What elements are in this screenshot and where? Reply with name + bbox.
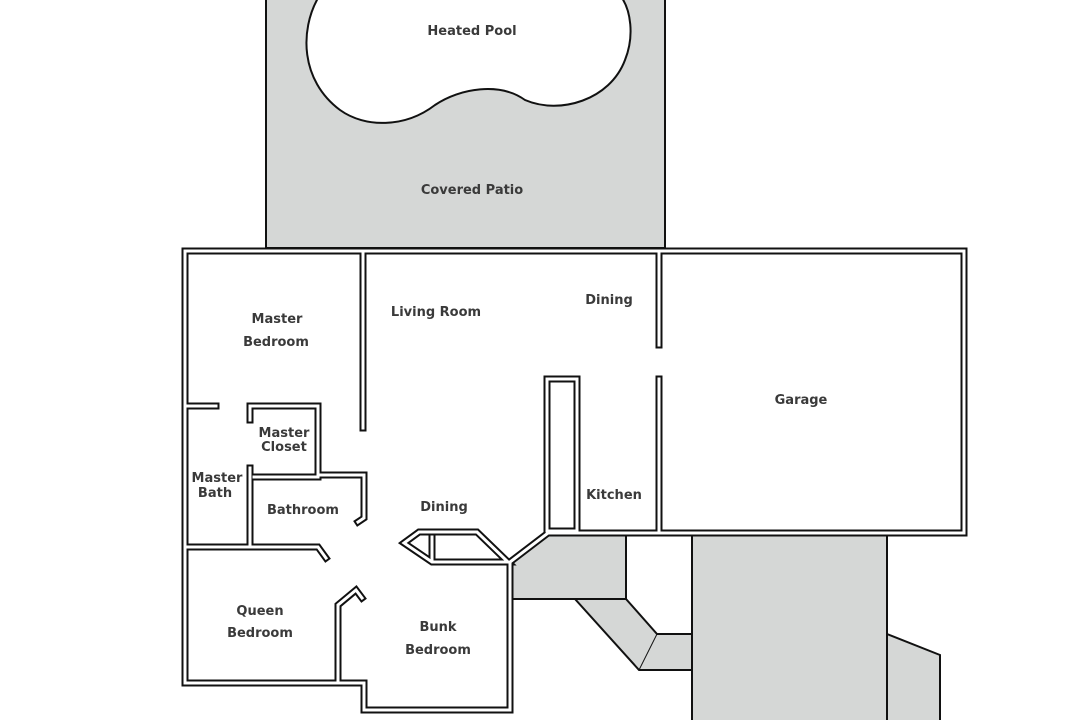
side-area [886, 632, 941, 720]
label-queen-bedroom-line1: Queen [236, 604, 283, 619]
label-kitchen: Kitchen [586, 488, 642, 503]
label-heated-pool: Heated Pool [427, 24, 516, 39]
label-master-closet-line1: Master [259, 426, 310, 441]
label-master-bath-line1: Master [192, 471, 243, 486]
wall-inner [336, 587, 365, 685]
walkway-ramp-area [572, 598, 693, 671]
wall-inner [545, 377, 579, 533]
label-bathroom: Bathroom [267, 503, 339, 518]
wall-outline [543, 375, 581, 535]
label-dining-top: Dining [585, 293, 633, 308]
wall-inner [401, 530, 512, 564]
driveway-area [691, 534, 888, 720]
label-master-closet-line2: Closet [261, 440, 307, 455]
label-bunk-bedroom-line1: Bunk [419, 620, 456, 635]
wall-outline [181, 543, 331, 563]
label-queen-bedroom-line2: Bedroom [227, 626, 293, 641]
walkway-divider [638, 633, 658, 671]
label-bunk-bedroom-line2: Bedroom [405, 643, 471, 658]
label-living-room: Living Room [391, 305, 481, 320]
label-master-bedroom-line2: Bedroom [243, 335, 309, 350]
heated-pool-area [305, 0, 632, 124]
label-garage: Garage [775, 393, 828, 408]
label-covered-patio: Covered Patio [421, 183, 523, 198]
walls [181, 247, 968, 714]
label-master-bedroom-line1: Master [252, 312, 303, 327]
wall-inner [183, 249, 966, 712]
wall-inner [183, 545, 329, 561]
label-dining-center: Dining [420, 500, 468, 515]
wall-inner [248, 404, 366, 525]
label-master-bath-line2: Bath [198, 486, 232, 501]
